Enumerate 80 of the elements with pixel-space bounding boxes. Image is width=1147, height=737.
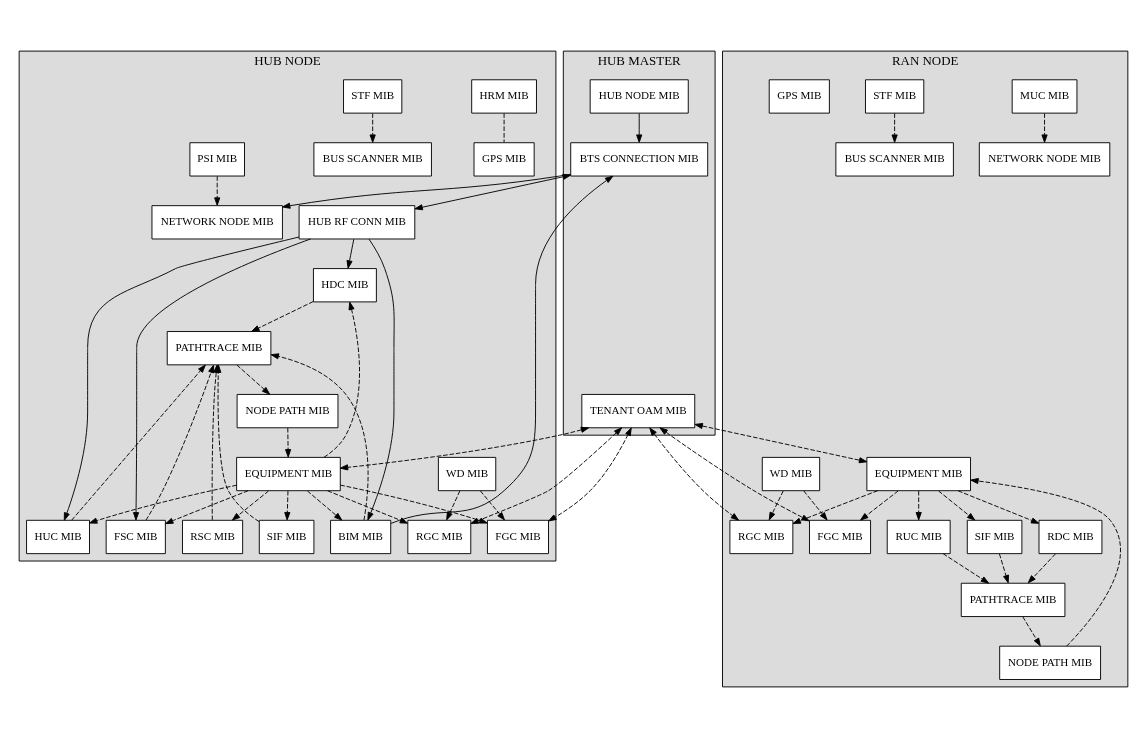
node-box: GPS MIB — [768, 78, 830, 114]
node-box: HRM MIB — [471, 78, 537, 114]
arrow — [71, 364, 206, 521]
node-box: HDC MIB — [313, 267, 377, 302]
node-box: STF MIB — [343, 78, 403, 114]
node-box: SIF MIB — [258, 519, 315, 554]
node-box: RUC MIB — [886, 519, 951, 554]
arrow — [694, 422, 868, 463]
arrow — [346, 238, 355, 269]
arrow — [145, 364, 215, 520]
node-box: BUS SCANNER MIB — [313, 141, 432, 176]
arrow — [659, 426, 810, 521]
arrow — [1041, 112, 1048, 143]
node-box: NETWORK NODE MIB — [151, 204, 283, 239]
node-box: EQUIPMENT MIB — [866, 456, 971, 491]
node-box: SIF MIB — [966, 519, 1023, 554]
node-box: EQUIPMENT MIB — [236, 456, 341, 491]
arrow — [231, 490, 269, 521]
arrow — [369, 112, 376, 143]
arrow — [792, 489, 879, 524]
arrow — [480, 490, 505, 520]
node-box: WD MIB — [437, 456, 497, 491]
arrow — [470, 426, 623, 524]
node-box: RGC MIB — [407, 519, 472, 554]
node-box: NETWORK NODE MIB — [978, 141, 1111, 176]
arrow — [649, 427, 739, 521]
arrow — [957, 489, 1040, 524]
arrow — [327, 489, 409, 524]
node-box: TENANT OAM MIB — [581, 393, 696, 428]
arrow — [323, 301, 360, 458]
arrow — [938, 490, 976, 521]
arrow — [133, 238, 311, 520]
arrow — [891, 112, 898, 143]
arrow — [548, 427, 632, 521]
arrow — [306, 490, 343, 521]
arrow — [251, 300, 314, 332]
arrow — [89, 484, 237, 524]
arrow — [214, 175, 221, 206]
arrow — [860, 490, 899, 521]
node-box: PATHTRACE MIB — [166, 330, 272, 365]
node-box: FGC MIB — [486, 519, 549, 554]
arrow — [768, 490, 784, 520]
arrow — [165, 489, 249, 524]
node-box: HUB NODE MIB — [589, 78, 689, 114]
node-box: PSI MIB — [189, 141, 245, 176]
arrow — [636, 112, 643, 143]
node-box: RDC MIB — [1038, 519, 1103, 554]
node-box: WD MIB — [761, 456, 821, 491]
arrow — [285, 427, 292, 457]
node-box: FGC MIB — [809, 519, 872, 554]
arrow — [446, 490, 461, 520]
node-box: HUB RF CONN MIB — [298, 204, 416, 239]
node-box: BIM MIB — [330, 519, 392, 554]
arrow — [915, 490, 922, 520]
connector — [503, 112, 505, 143]
node-box: BTS CONNECTION MIB — [570, 141, 709, 176]
arrow — [1027, 552, 1056, 583]
node-box: NODE PATH MIB — [999, 645, 1101, 680]
node-box: FSC MIB — [105, 519, 166, 554]
arrow — [284, 490, 291, 520]
node-box: STF MIB — [865, 78, 925, 114]
node-box: PATHTRACE MIB — [960, 582, 1066, 617]
node-box: NODE PATH MIB — [236, 393, 339, 428]
arrow — [998, 552, 1009, 583]
node-box: MUC MIB — [1011, 78, 1078, 114]
arrow — [63, 236, 300, 521]
node-box: HUC MIB — [26, 519, 90, 554]
arrow — [270, 352, 369, 520]
arrow — [339, 426, 590, 470]
arrow — [1022, 615, 1041, 646]
arrow — [942, 552, 990, 584]
node-box: RGC MIB — [729, 519, 794, 554]
arrow — [236, 364, 271, 395]
arrow — [803, 490, 828, 520]
arrow — [339, 484, 488, 524]
node-box: RSC MIB — [182, 519, 244, 554]
node-box: BUS SCANNER MIB — [835, 141, 954, 176]
arrow — [970, 477, 1121, 646]
arrow — [367, 238, 395, 520]
node-box: GPS MIB — [473, 141, 535, 176]
